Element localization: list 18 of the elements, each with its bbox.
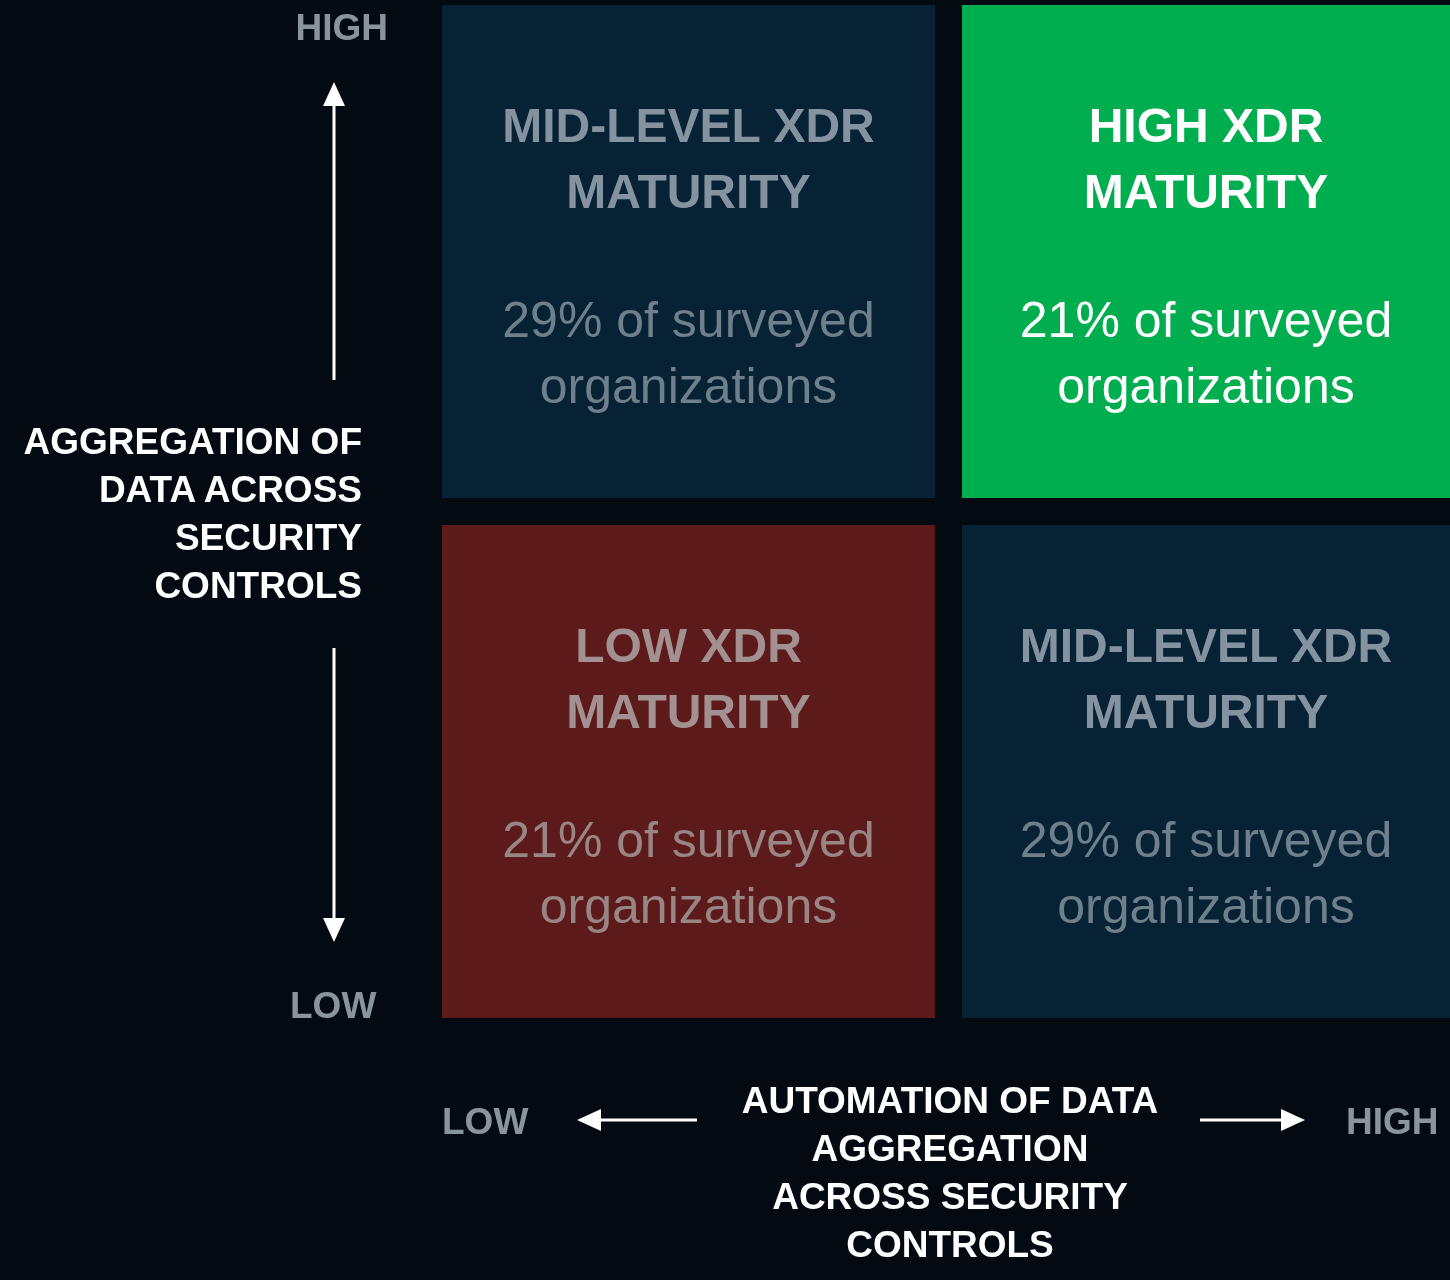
- axis-title: AUTOMATION OF DATA AGGREGATION ACROSS SECURITY CONTROLS: [740, 1079, 1160, 1267]
- quadrant-panel: [962, 525, 1450, 1018]
- quadrant-percentage: 29% of surveyed organizations: [1018, 811, 1394, 936]
- quadrant-percentage: 29% of surveyed organizations: [501, 291, 876, 416]
- quadrant-heading: LOW XDR MATURITY: [565, 618, 812, 740]
- quadrant-panel: [442, 5, 935, 498]
- quadrant-heading: MID-LEVEL XDR MATURITY: [501, 98, 876, 220]
- quadrant-percentage: 21% of surveyed organizations: [501, 811, 876, 936]
- quadrant-panel: [962, 5, 1450, 498]
- quadrant-panel: [442, 525, 935, 1018]
- axis-end-label: HIGH: [1346, 1100, 1439, 1144]
- axis-title: AGGREGATION OF DATA ACROSS SECURITY CONTROLS: [22, 420, 362, 608]
- axis-end-label: LOW: [290, 984, 377, 1028]
- quadrant-heading: HIGH XDR MATURITY: [1082, 98, 1330, 220]
- axis-end-label: HIGH: [295, 6, 388, 50]
- quadrant-percentage: 21% of surveyed organizations: [1018, 291, 1394, 416]
- quadrant-heading: MID-LEVEL XDR MATURITY: [1018, 618, 1394, 740]
- axis-end-label: LOW: [442, 1100, 529, 1144]
